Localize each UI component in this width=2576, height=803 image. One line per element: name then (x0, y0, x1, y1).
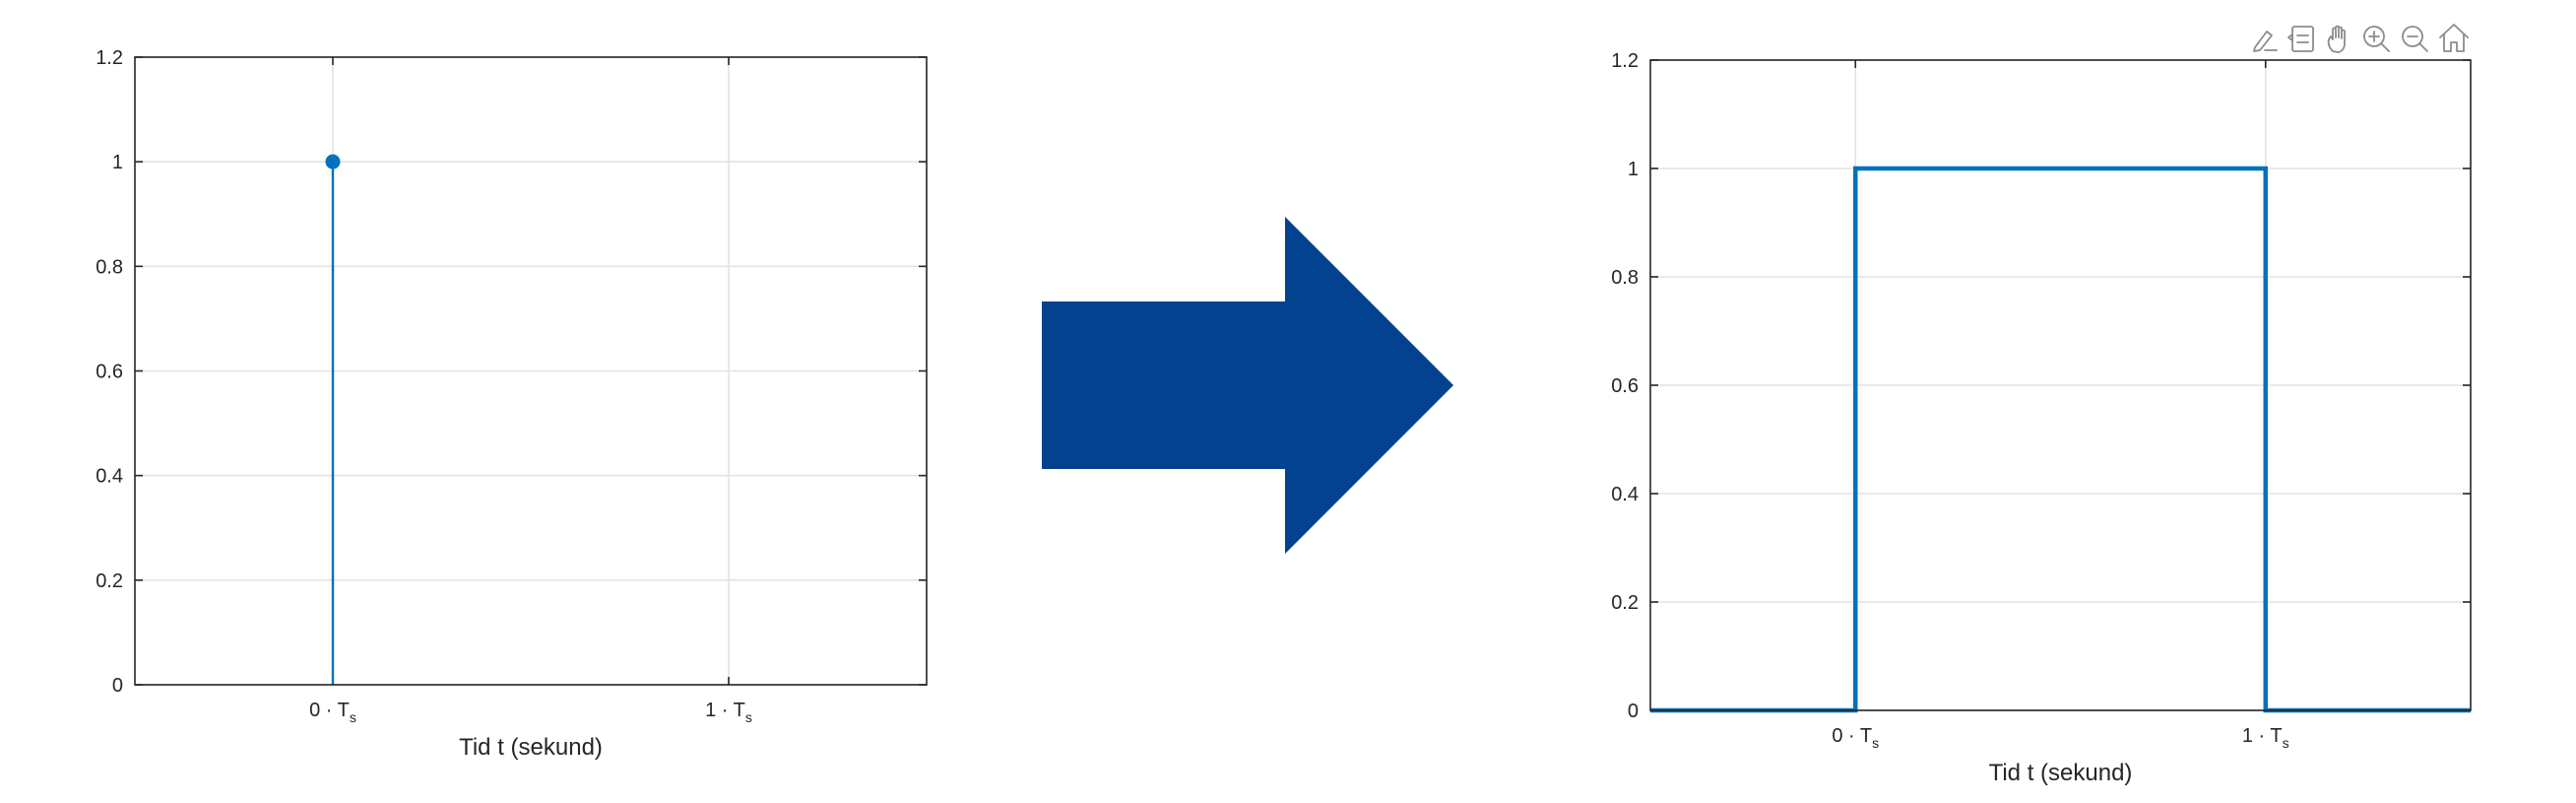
y-tick-label: 0.6 (96, 362, 123, 383)
y-tick-label: 0 (112, 675, 123, 697)
axes-frame (1649, 59, 2472, 711)
x-axis-title: Tid t (sekund) (1989, 760, 2133, 786)
y-tick-label: 1.2 (1611, 50, 1639, 72)
y-tick-label: 1.2 (96, 47, 123, 69)
axes-toolbar (2245, 18, 2470, 55)
y-tick-label: 1 (112, 152, 123, 173)
y-tick-label: 0.4 (1611, 484, 1639, 505)
arrow-shape (1042, 217, 1453, 554)
x-tick-label-main: 0 · T (309, 700, 350, 721)
home-icon[interactable] (2434, 18, 2470, 53)
y-tick-label: 0.8 (96, 256, 123, 278)
x-tick-label: 0 · Ts (309, 700, 356, 725)
x-tick-label-subscript: s (1872, 735, 1879, 751)
pan-hand-icon[interactable] (2321, 20, 2356, 55)
x-tick-label-subscript: s (350, 709, 356, 725)
x-tick-label-main: 1 · T (705, 700, 745, 721)
y-tick-label: 1 (1628, 159, 1639, 180)
pulse-line (1650, 166, 2471, 713)
brush-icon[interactable] (2245, 20, 2281, 55)
transform-arrow-icon (1042, 217, 1453, 554)
y-tick-label: 0.2 (1611, 592, 1639, 614)
zoom-in-icon[interactable] (2357, 20, 2393, 55)
datatip-icon[interactable] (2284, 20, 2319, 55)
axes-frame (134, 56, 928, 686)
y-tick-label: 0.6 (1611, 375, 1639, 397)
x-tick-label-subscript: s (2283, 735, 2289, 751)
y-tick-label: 0 (1628, 701, 1639, 722)
stem-marker (325, 154, 341, 169)
zoom-out-icon[interactable] (2396, 20, 2431, 55)
x-tick-label: 1 · Ts (705, 700, 752, 725)
y-tick-label: 0.2 (96, 570, 123, 592)
x-tick-label-subscript: s (745, 709, 752, 725)
x-tick-label-main: 1 · T (2242, 725, 2283, 747)
x-tick-label: 0 · Ts (1832, 725, 1879, 751)
y-tick-label: 0.4 (96, 466, 123, 488)
y-tick-label: 0.8 (1611, 267, 1639, 289)
x-tick-label: 1 · Ts (2242, 725, 2289, 751)
x-tick-label-main: 0 · T (1832, 725, 1872, 747)
x-axis-title: Tid t (sekund) (459, 734, 603, 761)
